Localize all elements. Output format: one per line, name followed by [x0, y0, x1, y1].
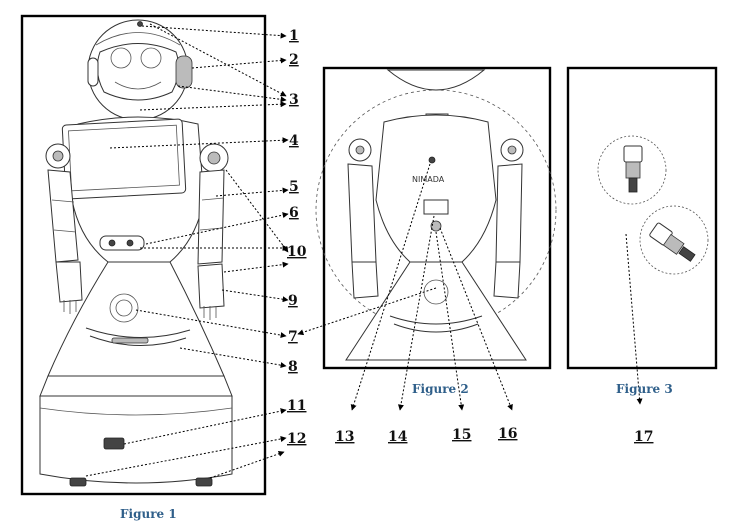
right-ear-speaker [175, 55, 193, 89]
figure-captions: Figure 1 Figure 2 Figure 3 [120, 382, 673, 521]
right-hand [197, 263, 225, 309]
label-8: 8 [288, 359, 298, 375]
robot-head [87, 19, 193, 127]
robot-back [375, 114, 497, 263]
label-4: 4 [289, 133, 299, 149]
caption-figure-2: Figure 2 [412, 382, 469, 396]
back-button [430, 220, 442, 232]
label-7: 7 [288, 329, 298, 345]
figure-2-frame [322, 66, 552, 370]
robot-lower-body [39, 261, 233, 487]
label-11: 11 [287, 398, 306, 414]
label-17: 17 [634, 429, 653, 445]
display-screen [61, 118, 187, 200]
label-9: 9 [288, 293, 298, 309]
label-3: 3 [289, 92, 299, 108]
robot-torso [61, 116, 205, 263]
left-hand [55, 261, 83, 303]
top-sensor [137, 21, 143, 27]
robot-arms [45, 143, 229, 320]
callout-labels: 1 2 3 4 5 6 7 8 9 10 11 12 13 14 15 16 1… [287, 28, 653, 447]
figure-1-frame [20, 14, 267, 496]
base-port [103, 437, 125, 450]
figure-3-frame [566, 66, 718, 370]
label-6: 6 [289, 205, 299, 221]
figure-3 [566, 66, 718, 405]
figure-1 [20, 14, 289, 496]
status-light-strip [111, 337, 149, 344]
label-2: 2 [289, 52, 299, 68]
power-plug-lower [639, 205, 709, 275]
label-5: 5 [289, 179, 299, 195]
label-13: 13 [335, 429, 354, 445]
wheel [195, 477, 213, 487]
chest-camera [99, 235, 145, 251]
caption-figure-3: Figure 3 [616, 382, 673, 396]
label-10: 10 [287, 244, 307, 260]
label-12: 12 [287, 431, 306, 447]
caption-figure-1: Figure 1 [120, 507, 177, 521]
power-plug-upper [597, 135, 667, 205]
label-15: 15 [452, 427, 471, 443]
label-14: 14 [388, 429, 408, 445]
wheel [69, 477, 87, 487]
back-panel [423, 199, 449, 215]
label-1: 1 [289, 28, 299, 44]
figure-2: NIMADA [297, 66, 557, 411]
robot-base [39, 395, 233, 484]
label-16: 16 [498, 426, 517, 442]
back-sensor [428, 156, 436, 164]
body-speaker [109, 293, 139, 323]
figure-2-leaders [297, 163, 513, 411]
figure-1-leaders [85, 23, 289, 479]
back-logo: NIMADA [412, 175, 445, 184]
